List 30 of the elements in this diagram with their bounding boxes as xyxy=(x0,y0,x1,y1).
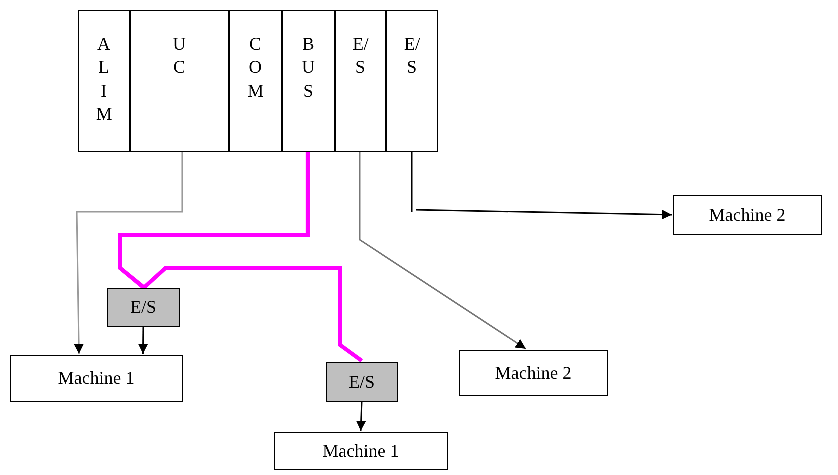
arrow xyxy=(411,151,673,220)
machine-box xyxy=(274,432,448,470)
box-label: Machine 2 xyxy=(495,362,572,384)
module-box xyxy=(386,10,438,152)
box-label: Machine 2 xyxy=(709,204,786,226)
io-module-box xyxy=(326,362,398,402)
arrow xyxy=(74,152,184,354)
box-label: Machine 1 xyxy=(322,440,400,462)
module-label: UC xyxy=(172,33,187,80)
io-module-box xyxy=(107,288,180,327)
box-label: E/S xyxy=(130,296,156,319)
module-label: ALIM xyxy=(96,33,112,126)
module-label: BUS xyxy=(300,33,316,103)
arrow xyxy=(138,327,148,354)
module-box xyxy=(130,10,229,152)
module-box xyxy=(282,10,335,152)
box-label: E/S xyxy=(348,370,375,394)
connector-line xyxy=(118,152,364,363)
module-box xyxy=(335,10,386,152)
arrow xyxy=(356,402,366,432)
module-label: E/S xyxy=(404,33,420,80)
box-label: Machine 1 xyxy=(58,367,135,390)
module-box xyxy=(229,10,282,152)
machine-box xyxy=(459,350,608,396)
module-label: E/S xyxy=(352,33,368,80)
arrow xyxy=(359,152,526,350)
machine-box xyxy=(10,355,183,402)
machine-box xyxy=(673,195,822,235)
module-box xyxy=(78,10,130,152)
module-label: COM xyxy=(248,33,264,103)
